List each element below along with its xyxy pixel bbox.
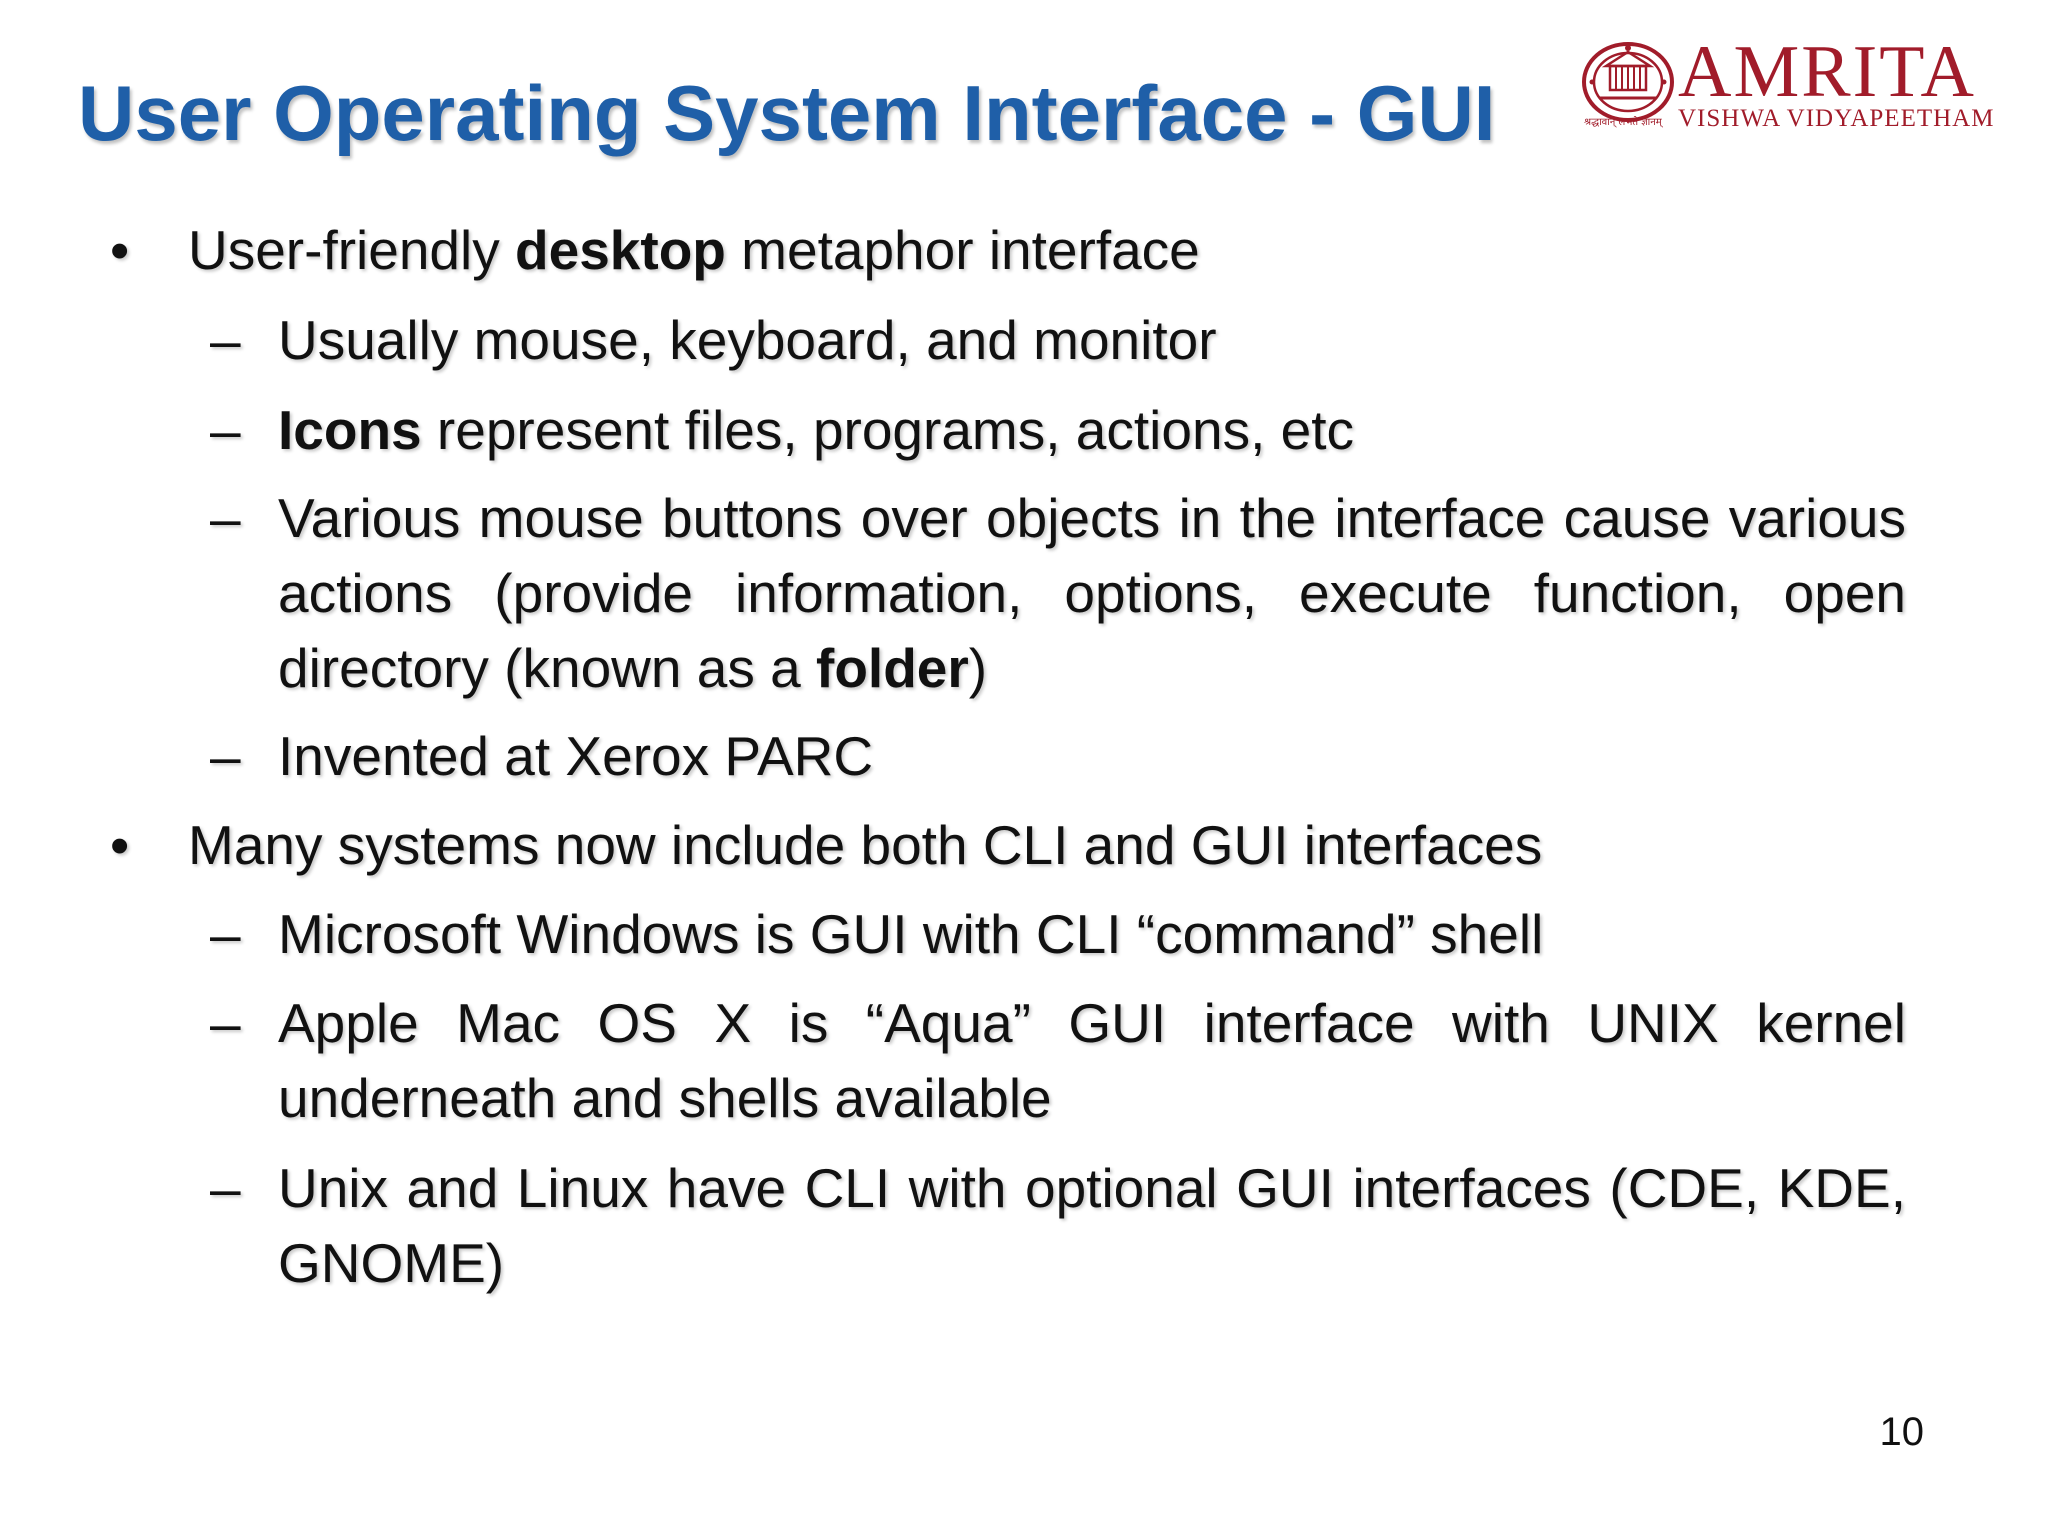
dash-marker: – — [210, 903, 241, 965]
bullet-item: • Many systems now include both CLI and … — [110, 808, 1908, 883]
sub-bullet-text: Invented at Xerox PARC — [278, 725, 874, 787]
sub-bullet-text: Apple Mac OS X is “Aqua” GUI interface w… — [278, 992, 1906, 1129]
sub-bullet-item: – Invented at Xerox PARC — [210, 719, 1906, 794]
bullet-text: Many systems now include both CLI and GU… — [188, 814, 1543, 876]
university-emblem-icon — [1582, 42, 1674, 122]
sub-bullet-text: Unix and Linux have CLI with optional GU… — [278, 1157, 1906, 1294]
bullet-marker: • — [110, 814, 130, 876]
logo-name: AMRITA — [1678, 31, 1976, 113]
sub-bullet-bold-text: Icons — [278, 399, 422, 461]
dash-marker: – — [210, 992, 241, 1054]
sub-bullet-item: – Icons represent files, programs, actio… — [210, 393, 1906, 468]
dash-marker: – — [210, 487, 241, 549]
slide-title: User Operating System Interface - GUI — [78, 69, 1496, 157]
bullet-bold-text: desktop — [515, 219, 726, 281]
sub-bullet-item: – Various mouse buttons over objects in … — [210, 481, 1906, 706]
dash-marker: – — [210, 309, 241, 371]
logo-subtitle: VISHWA VIDYAPEETHAM — [1678, 105, 1995, 132]
sub-bullet-text: Various mouse buttons over objects in th… — [278, 487, 1906, 699]
sub-bullet-item: – Microsoft Windows is GUI with CLI “com… — [210, 897, 1906, 972]
university-logo: AMRITA VISHWA VIDYAPEETHAM श्रद्धावान् ल… — [1580, 34, 2040, 134]
sub-bullet-item: – Usually mouse, keyboard, and monitor — [210, 303, 1906, 378]
sub-bullet-item: – Unix and Linux have CLI with optional … — [210, 1151, 1906, 1301]
bullet-text: User-friendly — [188, 219, 516, 281]
sub-bullet-text-after: ) — [968, 637, 988, 699]
sub-bullet-bold-text: folder — [816, 637, 969, 699]
sub-bullet-text: Microsoft Windows is GUI with CLI “comma… — [278, 903, 1544, 965]
dash-marker: – — [210, 1157, 241, 1219]
bullet-text-after: metaphor interface — [725, 219, 1200, 281]
bullet-item: • User-friendly desktop metaphor interfa… — [110, 213, 1908, 288]
sub-bullet-text: Usually mouse, keyboard, and monitor — [278, 309, 1217, 371]
dash-marker: – — [210, 725, 241, 787]
dash-marker: – — [210, 399, 241, 461]
bullet-marker: • — [110, 219, 130, 281]
sub-bullet-item: – Apple Mac OS X is “Aqua” GUI interface… — [210, 986, 1906, 1136]
logo-tagline: श्रद्धावान् लभते ज्ञानम् — [1584, 117, 1662, 128]
sub-bullet-text: represent files, programs, actions, etc — [421, 399, 1354, 461]
page-number: 10 — [1879, 1410, 1925, 1454]
